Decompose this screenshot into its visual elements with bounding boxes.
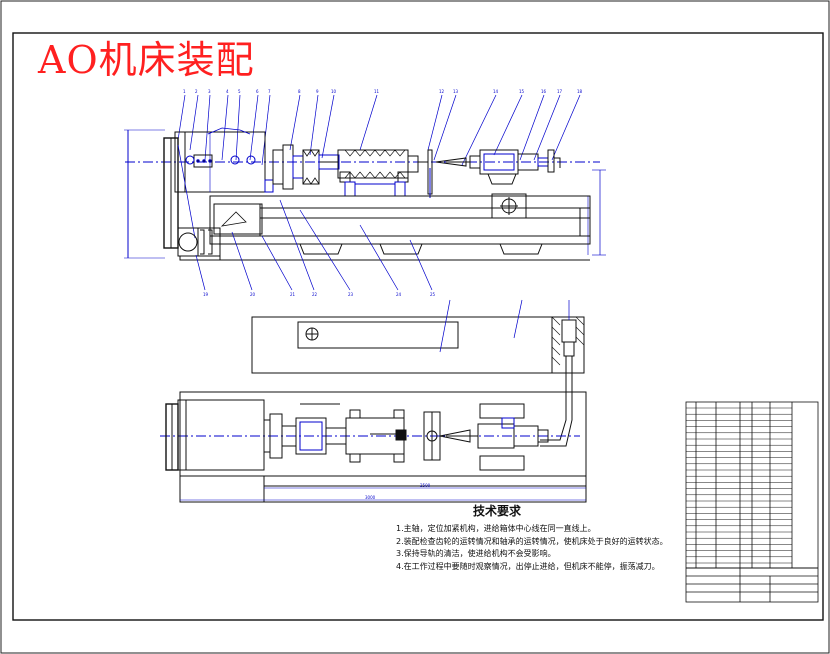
svg-text:10: 10 [331,89,337,94]
technical-requirements: 技术要求 1.主轴，定位加紧机构，进给箱体中心线在同一直线上。 2.装配检查齿轮… [396,502,678,573]
svg-text:9: 9 [316,89,319,94]
parts-list [685,401,819,603]
svg-text:17: 17 [557,89,563,94]
svg-text:4: 4 [226,89,229,94]
svg-text:2: 2 [195,89,198,94]
inner-frame [12,32,824,621]
svg-text:2500: 2500 [420,483,431,488]
fixture-view [251,299,585,447]
front-bottom-leaders [195,199,433,291]
requirement-line-4: 4.在工作过程中要随时观察情况，出停止进给，但机床不能停，振荡减刀。 [396,561,660,571]
requirement-line-3: 3.保持导轨的清洁，使进给机构不会受影响。 [396,549,556,558]
svg-text:19: 19 [203,292,209,297]
svg-text:11: 11 [374,89,380,94]
front-leaders [177,94,581,166]
svg-text:16: 16 [541,89,547,94]
svg-text:24: 24 [396,292,402,297]
svg-text:1: 1 [183,89,186,94]
svg-text:21: 21 [290,292,296,297]
svg-text:20: 20 [250,292,256,297]
front-bottom-numbers: 19 20 21 22 23 24 25 [203,292,436,297]
svg-text:23: 23 [348,292,354,297]
svg-text:5: 5 [238,89,241,94]
svg-text:3: 3 [208,89,211,94]
requirements-heading: 技术要求 [472,504,521,518]
requirement-line-1: 1.主轴，定位加紧机构，进给箱体中心线在同一直线上。 [396,524,596,533]
svg-text:7: 7 [268,89,271,94]
svg-text:8: 8 [298,89,301,94]
top-view: 3000 2500 [160,391,587,503]
svg-text:22: 22 [312,292,318,297]
svg-text:6: 6 [256,89,259,94]
drawing-title: AO机床装配 [38,38,255,82]
svg-text:18: 18 [577,89,583,94]
svg-text:25: 25 [430,292,436,297]
requirement-line-2: 2.装配检查齿轮的运转情况和轴承的运转情况，使机床处于良好的运转状态。 [396,536,668,546]
parts-list-rows [686,407,792,564]
svg-text:3000: 3000 [365,495,376,500]
svg-text:14: 14 [493,89,499,94]
svg-text:13: 13 [453,89,459,94]
svg-text:12: 12 [439,89,445,94]
svg-text:15: 15 [519,89,525,94]
